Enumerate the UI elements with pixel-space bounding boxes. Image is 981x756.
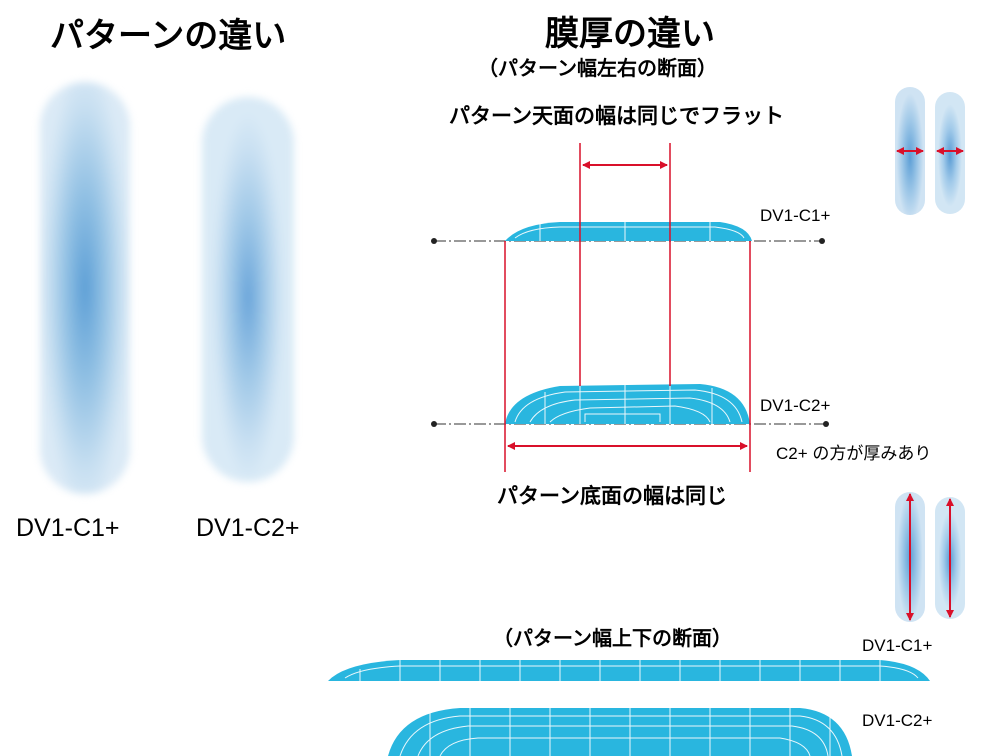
baseline-c2-end-left [431,421,437,427]
section-c2-shape [505,384,750,424]
baseline-c1-end-left [431,238,437,244]
pattern-c2-image [202,97,294,482]
vertical-c1-label: DV1-C1+ [862,636,933,655]
title-pattern-difference: パターンの違い [50,16,287,56]
thickness-note: C2+ の方が厚みあり [776,444,932,463]
section-c1-shape [505,222,752,241]
heading-bottom-surface: パターン底面の幅は同じ [497,484,727,508]
heading-top-surface: パターン天面の幅は同じでフラット [449,104,784,128]
baseline-c1-end-right [819,238,825,244]
pattern-c1-label: DV1-C1+ [16,514,120,542]
subtitle-vertical-section: （パターン幅上下の断面） [493,626,732,650]
title-thickness-difference: 膜厚の違い [545,14,715,54]
pattern-c2-label: DV1-C2+ [196,514,300,542]
baseline-c2-end-right [823,421,829,427]
section-c2-label: DV1-C2+ [760,396,831,415]
subtitle-lateral-section: （パターン幅左右の断面） [478,56,717,80]
pattern-c1-image [40,82,130,494]
vertical-section-c2 [388,708,852,756]
guide-lines [504,143,751,472]
vertical-section-c1 [328,660,930,681]
vertical-c2-label: DV1-C2+ [862,711,933,730]
section-c1-label: DV1-C1+ [760,206,831,225]
